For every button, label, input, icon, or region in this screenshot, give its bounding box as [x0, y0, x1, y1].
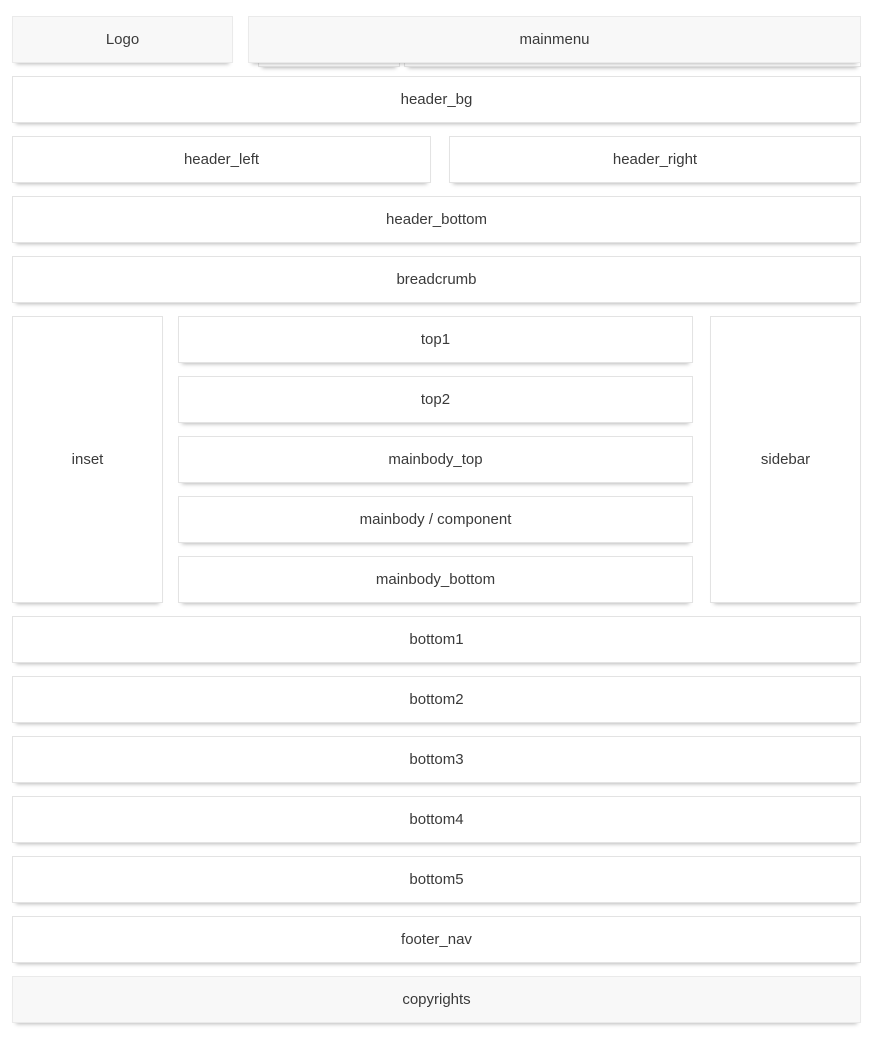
position-breadcrumb: breadcrumb [12, 256, 861, 303]
position-copyrights: copyrights [12, 976, 861, 1023]
position-bottom1: bottom1 [12, 616, 861, 663]
position-mainbody-top: mainbody_top [178, 436, 693, 483]
position-bottom3: bottom3 [12, 736, 861, 783]
position-mainbody-bottom: mainbody_bottom [178, 556, 693, 603]
position-mainmenu: mainmenu [248, 16, 861, 63]
position-top2: top2 [178, 376, 693, 423]
position-header-left: header_left [12, 136, 431, 183]
position-mainbody-component: mainbody / component [178, 496, 693, 543]
position-bottom2: bottom2 [12, 676, 861, 723]
position-top1: top1 [178, 316, 693, 363]
position-bottom5: bottom5 [12, 856, 861, 903]
position-header-bg: header_bg [12, 76, 861, 123]
position-header-bottom: header_bottom [12, 196, 861, 243]
position-inset: inset [12, 316, 163, 603]
position-header-right: header_right [449, 136, 861, 183]
position-logo: Logo [12, 16, 233, 63]
position-sidebar: sidebar [710, 316, 861, 603]
position-bottom4: bottom4 [12, 796, 861, 843]
position-footer-nav: footer_nav [12, 916, 861, 963]
